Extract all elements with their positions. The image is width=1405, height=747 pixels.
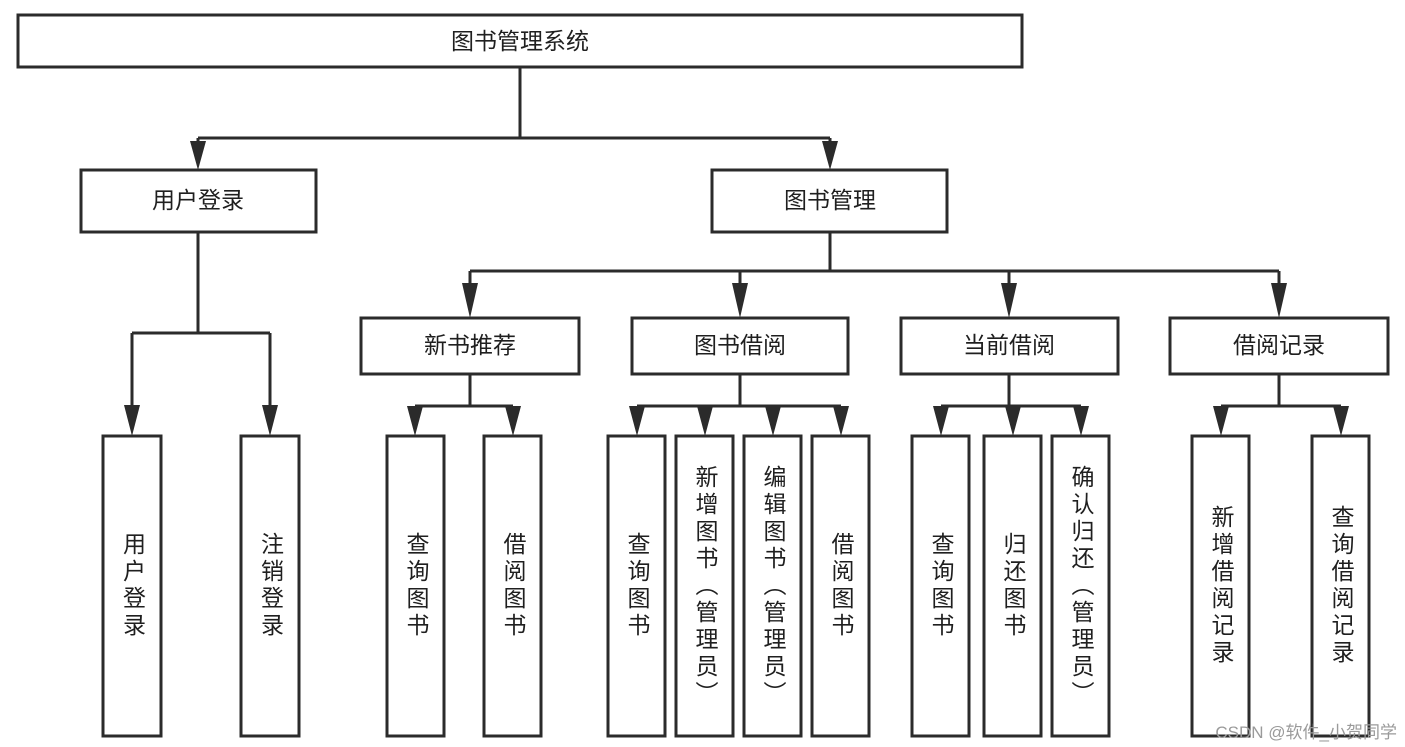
arrow-icon-borrow-record xyxy=(1271,283,1287,318)
node-leaf-add-book-box[interactable] xyxy=(674,434,735,738)
arrow-icon-leaf-query-record xyxy=(1333,406,1349,436)
arrow-icon-current-borrow xyxy=(1001,283,1017,318)
node-leaf-query-book-1-box[interactable] xyxy=(385,434,446,738)
node-user-login-label: 用户登录 xyxy=(152,187,244,213)
arrow-icon-leaf-user-login xyxy=(124,405,140,436)
node-leaf-query-book-3-box[interactable] xyxy=(910,434,971,738)
node-leaf-user-login-box[interactable] xyxy=(101,434,163,738)
node-root-box[interactable] xyxy=(16,13,1024,69)
node-leaf-return-book-box[interactable] xyxy=(982,434,1043,738)
node-user-login[interactable]: 用户登录 xyxy=(79,168,318,234)
node-book-manage-box[interactable] xyxy=(710,168,949,234)
leaf-box-layer xyxy=(101,434,1371,738)
node-borrow-record-label: 借阅记录 xyxy=(1233,332,1325,358)
node-leaf-query-book-2-box[interactable] xyxy=(606,434,667,738)
arrow-icon-leaf-confirm-return xyxy=(1073,406,1089,436)
arrow-icon-leaf-query-book-2 xyxy=(629,406,645,436)
node-book-borrow[interactable]: 图书借阅 xyxy=(630,316,850,376)
arrow-icon-leaf-logout xyxy=(262,405,278,436)
node-book-borrow-label: 图书借阅 xyxy=(694,332,786,358)
connector-layer xyxy=(124,67,1349,436)
node-new-book-recommend-label: 新书推荐 xyxy=(424,332,516,358)
node-leaf-edit-book-box[interactable] xyxy=(742,434,803,738)
node-current-borrow-box[interactable] xyxy=(899,316,1120,376)
arrow-icon-leaf-add-record xyxy=(1213,406,1229,436)
watermark-text: CSDN @软件_小贺同学 xyxy=(1215,723,1397,742)
arrow-icon-book-borrow xyxy=(732,283,748,318)
node-leaf-query-record-box[interactable] xyxy=(1310,434,1371,738)
node-root-label: 图书管理系统 xyxy=(451,28,589,54)
node-new-book-recommend-box[interactable] xyxy=(359,316,581,376)
arrow-icon-leaf-add-book xyxy=(697,406,713,436)
node-borrow-record-box[interactable] xyxy=(1168,316,1390,376)
node-leaf-add-record-box[interactable] xyxy=(1190,434,1251,738)
arrow-icon-leaf-query-book-1 xyxy=(407,406,423,436)
node-leaf-borrow-book-2-box[interactable] xyxy=(810,434,871,738)
arrow-icon-leaf-return-book xyxy=(1005,406,1021,436)
node-leaf-confirm-return-box[interactable] xyxy=(1050,434,1111,738)
arrow-icon-new-book-recommend xyxy=(462,283,478,318)
arrow-icon-book-manage xyxy=(822,141,838,170)
node-user-login-box[interactable] xyxy=(79,168,318,234)
arrow-icon-leaf-borrow-book-2 xyxy=(833,406,849,436)
node-current-borrow-label: 当前借阅 xyxy=(963,332,1055,358)
arrow-icon-leaf-borrow-book-1 xyxy=(505,406,521,436)
node-current-borrow[interactable]: 当前借阅 xyxy=(899,316,1120,376)
node-leaf-borrow-book-1-box[interactable] xyxy=(482,434,543,738)
node-new-book-recommend[interactable]: 新书推荐 xyxy=(359,316,581,376)
arrow-icon-leaf-edit-book xyxy=(765,406,781,436)
node-root[interactable]: 图书管理系统 xyxy=(16,13,1024,69)
node-book-manage-label: 图书管理 xyxy=(784,187,876,213)
arrow-icon-leaf-query-book-3 xyxy=(933,406,949,436)
arrow-icon-user-login xyxy=(190,141,206,170)
node-book-manage[interactable]: 图书管理 xyxy=(710,168,949,234)
node-book-borrow-box[interactable] xyxy=(630,316,850,376)
node-borrow-record[interactable]: 借阅记录 xyxy=(1168,316,1390,376)
node-leaf-logout-box[interactable] xyxy=(239,434,301,738)
